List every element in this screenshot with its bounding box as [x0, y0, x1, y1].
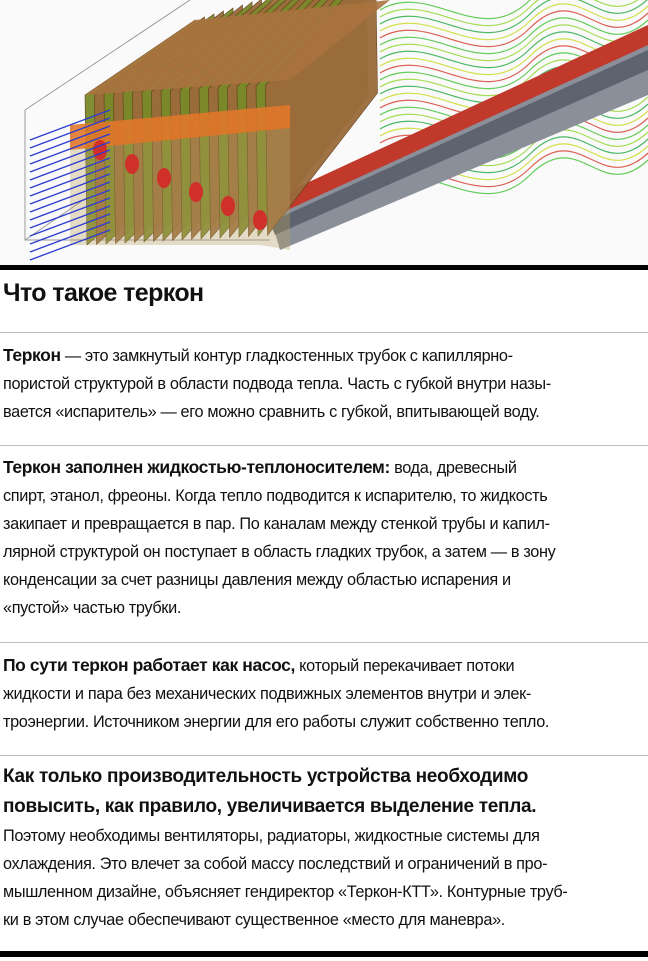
section-coolant: Теркон заполнен жидкостью-теплоносителем…: [3, 453, 648, 622]
text-line: жидкости и пара без механических подвижн…: [3, 685, 531, 703]
section-divider: [0, 445, 648, 446]
page-title: Что такое теркон: [3, 279, 204, 307]
inlet-flow-line: [29, 109, 111, 141]
text-line: ки в этом случае обеспечивают существенн…: [3, 911, 505, 929]
heat-sink-simulation-image: [0, 0, 648, 265]
section-performance: Как только производительность устройства…: [3, 762, 648, 934]
section-divider: [0, 755, 648, 756]
flow-line: [379, 0, 639, 27]
text-line: — это замкнутый контур гладкостенных тру…: [60, 347, 513, 365]
section-lead: Теркон: [3, 345, 61, 365]
fin-tops: [85, 0, 390, 95]
text-line: закипает и превращается в пар. По канала…: [3, 515, 550, 533]
inlet-flow-line: [29, 189, 111, 221]
inlet-flow-line: [29, 157, 111, 189]
flow-line: [379, 0, 531, 20]
text-line: спирт, этанол, фреоны. Когда тепло подво…: [3, 487, 548, 505]
flow-line: [379, 3, 648, 41]
text-line: троэнергии. Источником энергии для его р…: [3, 713, 550, 731]
housing: [70, 128, 290, 250]
section-definition: Теркон — это замкнутый контур гладкостен…: [3, 341, 648, 426]
flow-line: [379, 0, 648, 34]
text-line: вода, древесный: [389, 459, 517, 477]
section-lead: Теркон заполнен жидкостью-теплоносителем…: [3, 457, 390, 477]
text-line: конденсации за счет разницы давления меж…: [3, 571, 511, 589]
inlet-flow-line: [29, 117, 111, 149]
hot-spot: [189, 182, 203, 202]
inlet-flow-line: [29, 205, 111, 237]
inlet-flow-line: [29, 221, 111, 253]
top-divider: [0, 265, 648, 270]
heat-sink-illustration: [24, 0, 648, 261]
text-line: вается «испаритель» — его можно сравнить…: [3, 403, 540, 421]
section-lead: По сути теркон работает как насос,: [3, 655, 295, 675]
inlet-flow-line: [29, 125, 111, 157]
bottom-divider: [0, 951, 648, 957]
text-line: лярной структурой он поступает в область…: [3, 543, 556, 561]
flow-line: [379, 10, 648, 48]
flow-line: [379, 24, 648, 62]
inlet-flow-line: [29, 133, 111, 165]
section-lead: повысить, как правило, увеличивается выд…: [3, 796, 537, 817]
text-line: охлаждения. Это влечет за собой массу по…: [3, 855, 548, 873]
inlet-flow-line: [29, 173, 111, 205]
inlet-flow-line: [29, 141, 111, 173]
text-line: который перекачивает потоки: [294, 657, 515, 675]
hot-spot: [125, 154, 139, 174]
inlet-flow-line: [29, 197, 111, 229]
section-divider: [0, 332, 648, 333]
inlet-flow-line: [29, 213, 111, 245]
inlet-flow-line: [29, 181, 111, 213]
section-divider: [0, 642, 648, 643]
inlet-flow-line: [29, 149, 111, 181]
inlet-flow-line: [29, 165, 111, 197]
section-lead: Как только производительность устройства…: [3, 766, 529, 787]
hot-spot: [157, 168, 171, 188]
hot-spot: [221, 196, 235, 216]
hot-spot: [93, 140, 107, 160]
inlet-flow-line: [29, 229, 111, 261]
text-line: «пустой» частью трубки.: [3, 599, 181, 617]
evaporator-bar: [70, 105, 290, 150]
text-line: Поэтому необходимы вентиляторы, радиатор…: [3, 827, 540, 845]
base-plate: [270, 50, 648, 235]
text-line: мышленном дизайне, объясняет гендиректор…: [3, 883, 568, 901]
section-pump: По сути теркон работает как насос, котор…: [3, 651, 648, 736]
flow-line: [379, 17, 648, 55]
text-line: пористой структурой в области подвода те…: [3, 375, 551, 393]
heat-pipe: [270, 25, 648, 218]
hot-spot: [253, 210, 267, 230]
